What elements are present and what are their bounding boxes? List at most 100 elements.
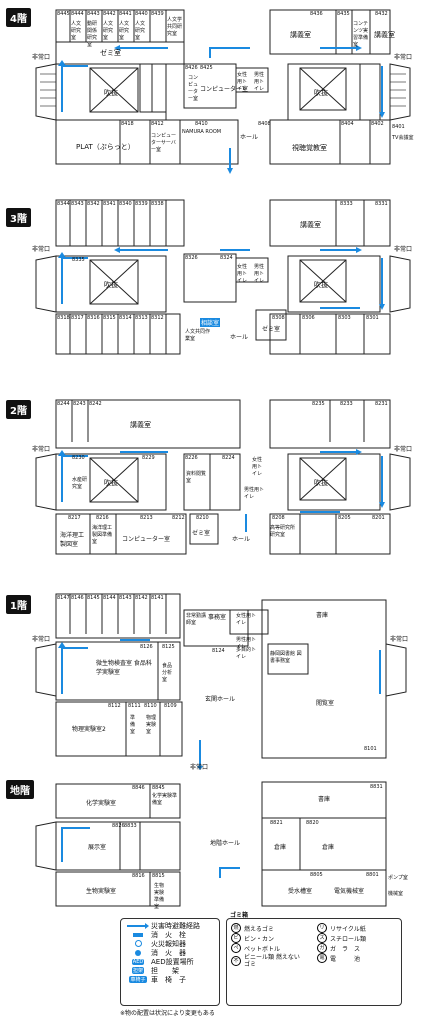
room-number: 8815 [152,873,165,879]
room-number: 8805 [310,872,323,878]
room-label: 吹抜 [314,281,328,289]
room-label: 生物実験室 [86,888,117,895]
legend-garbage: 燃燃えるゴミ ビビン・カン ペペットボトル 不ビニール類 燃えないゴミ リリサイ… [226,918,402,1006]
room-number: 8111 [128,703,141,709]
room-number: 8410 [195,121,208,127]
exit-label: 非常口 [390,636,409,643]
room-label: 化学実験準備室 [152,793,178,806]
legend-row: AED AED設置場所 [125,957,215,966]
room-label: 静岡図書館 図書事務室 [270,651,302,664]
legend-label: 車 椅 子 [151,975,186,984]
room-number: 8435 [337,11,350,17]
garbage-label: スチロール類 [330,935,367,943]
room-number: 8338 [151,201,164,207]
room-number: 8217 [68,515,81,521]
room-label: コンテンツ実習準備室 [353,21,369,48]
room-label: 吹抜 [314,89,328,97]
room-label: 人文共同作業室 [185,329,211,342]
room-label: コンピューター室 [188,75,199,102]
room-number: 8341 [103,201,116,207]
legend-label: 担 架 [151,966,179,975]
room-number: 8144 [103,595,116,601]
room-number: 8333 [340,201,353,207]
room-number: 8412 [151,121,164,127]
room-number: 8306 [302,315,315,321]
room-number: 8441 [119,11,132,17]
room-number: 8821 [270,820,283,826]
room-number: 8316 [87,315,100,321]
room-number: 8444 [71,11,84,17]
room-label: 女性用トイレ [237,72,248,92]
room-label: 人文研究室 [119,21,130,41]
garbage-label: ペットボトル [244,945,281,953]
room-number: 8226 [185,455,198,461]
exit-label: 非常口 [394,246,413,253]
garbage-label: ビン・カン [244,935,275,943]
room-number: 8401 [392,124,405,130]
room-label: コンピューターサーバー室 [151,133,177,153]
room-number: 8125 [162,644,175,650]
room-number: 8833 [124,823,137,829]
room-number: 8244 [57,401,70,407]
room-label: PLAT（ぷらっと） [76,143,135,151]
room-label: 女性用トイレ [237,264,248,284]
room-label: ホール [232,536,251,543]
room-number: 8816 [132,873,145,879]
room-number: 8331 [375,201,388,207]
room-label: NAMURA ROOM [182,129,222,135]
room-number: 8425 [200,65,213,71]
room-number: 8846 [132,785,145,791]
room-label: 物理実験室2 [72,726,106,733]
room-label: 受水槽室 [288,888,313,895]
room-label: ホール [230,334,249,341]
room-label: 展示室 [88,844,107,851]
room-label: 多目的トイレ [236,647,257,660]
room-number: 8408 [258,121,271,127]
room-label: 人文研究室 [71,21,82,41]
room-number: 8317 [71,315,84,321]
room-number: 8231 [375,401,388,407]
floor-b1-plan [35,781,387,907]
room-label: 女性用トイレ [236,613,257,626]
room-label: 講義室 [300,221,321,229]
room-label: 事務室 [208,614,227,621]
floor-label-4f: 4階 [6,8,31,27]
exit-label: 非常口 [190,764,209,771]
room-label: TV会議室 [392,135,414,141]
legend-label: AED設置場所 [151,957,194,966]
room-number: 8318 [57,315,70,321]
garbage-label: 燃えるゴミ [244,925,274,933]
garbage-icon: ス [317,933,327,943]
room-number: 8439 [151,11,164,17]
legend-label: 消 火 器 [151,948,186,957]
stretcher-badge: 担架 [131,967,144,974]
room-label: 講義室 [374,31,395,39]
room-number: 8124 [212,648,225,654]
room-number: 8142 [135,595,148,601]
room-label: 化学実験室 [86,800,117,807]
room-label: ホール [240,134,259,141]
room-number: 8233 [340,401,353,407]
room-label: 視聴覚教室 [292,144,327,152]
room-number: 8210 [196,515,209,521]
room-number: 8445 [57,11,70,17]
room-label: 資料閲覧室 [186,471,207,484]
floor-3-plan [35,199,411,355]
room-number: 8230 [72,455,85,461]
room-number: 8312 [151,315,164,321]
room-label: 吹抜 [314,479,328,487]
garbage-icon: ビ [231,933,241,943]
floor-1-plan [35,593,407,770]
room-label: 男性用トイレ [244,487,265,500]
room-number: 8147 [57,595,70,601]
garbage-icon: 不 [231,956,241,966]
room-label: 機械室 [388,891,404,897]
room-label: 非常勤講師室 [186,613,207,626]
room-number: 8235 [312,401,325,407]
room-number: 8324 [220,255,233,261]
garbage-label: ガ ラ ス [330,945,361,953]
room-number: 8443 [87,11,100,17]
garbage-icon: 燃 [231,923,241,933]
room-number: 8436 [310,11,323,17]
room-label: 女性用トイレ [252,457,263,477]
